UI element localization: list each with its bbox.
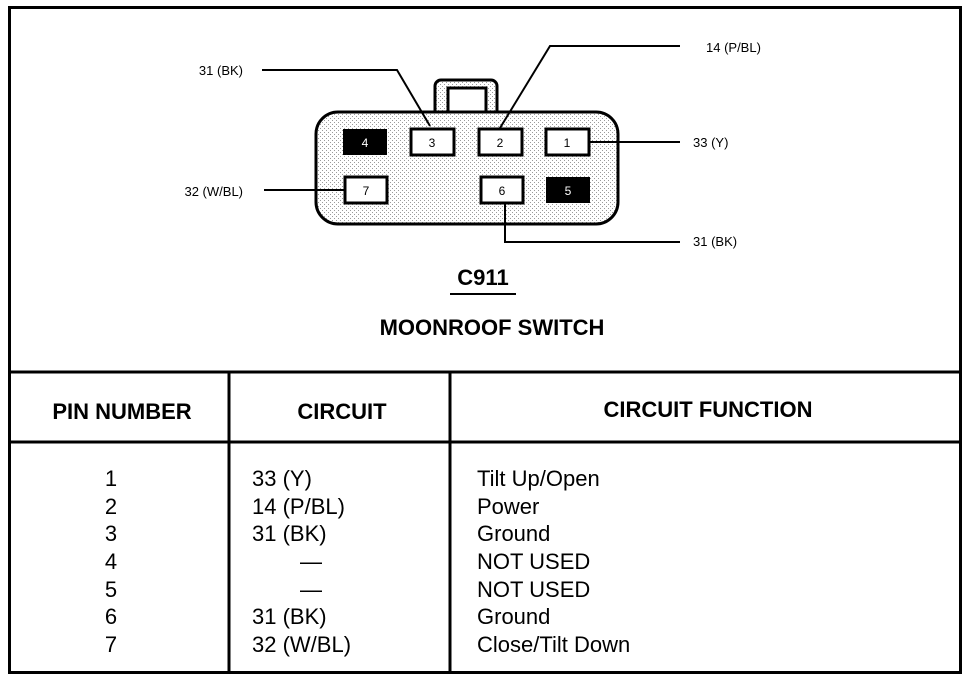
pin-3-cavity [409, 127, 456, 157]
table-rows: 1 33 (Y) Tilt Up/Open 2 14 (P/BL) Power … [105, 466, 630, 657]
row-pin: 6 [105, 604, 117, 629]
wire-label-pin-6: 31 (BK) [693, 234, 737, 249]
table-row: 3 31 (BK) Ground [105, 521, 551, 546]
pin-5-number: 5 [565, 184, 572, 198]
pin-6-number: 6 [499, 184, 506, 198]
wire-label-pin-3: 31 (BK) [199, 63, 243, 78]
wire-label-pin-7: 32 (W/BL) [184, 184, 243, 199]
pin-4-cavity [343, 129, 387, 155]
connector-id: C911 [457, 265, 508, 290]
wire-lines [262, 45, 680, 243]
pin-4-number: 4 [362, 136, 369, 150]
connector-latch-window [446, 86, 488, 114]
table-row: 2 14 (P/BL) Power [105, 494, 539, 519]
wire-line-pin-6 [504, 202, 680, 243]
row-function: NOT USED [477, 577, 590, 602]
pin-2-cavity [477, 127, 524, 157]
header-circuit-function: CIRCUIT FUNCTION [604, 397, 813, 422]
row-function: Close/Tilt Down [477, 632, 630, 657]
row-circuit: 31 (BK) [252, 521, 327, 546]
row-circuit: — [300, 549, 322, 574]
pin-7-cavity [343, 175, 389, 205]
row-function: Tilt Up/Open [477, 466, 600, 491]
pin-cavities: 4 3 2 1 7 6 5 [343, 127, 591, 205]
table-rules [9, 370, 962, 672]
row-circuit: 33 (Y) [252, 466, 312, 491]
row-circuit: — [300, 577, 322, 602]
table-row: 1 33 (Y) Tilt Up/Open [105, 466, 600, 491]
row-circuit: 14 (P/BL) [252, 494, 345, 519]
pin-5-cavity [546, 177, 590, 203]
wire-label-pin-1: 33 (Y) [693, 135, 728, 150]
wire-line-pin-2 [499, 45, 680, 129]
row-pin: 7 [105, 632, 117, 657]
row-pin: 4 [105, 549, 117, 574]
row-function: Power [477, 494, 539, 519]
header-pin-number: PIN NUMBER [52, 399, 191, 424]
row-function: Ground [477, 604, 550, 629]
table-row: 7 32 (W/BL) Close/Tilt Down [105, 632, 630, 657]
wire-labels: 31 (BK) 14 (P/BL) 33 (Y) 32 (W/BL) 31 (B… [184, 40, 760, 249]
connector-name: MOONROOF SWITCH [380, 315, 605, 340]
header-circuit: CIRCUIT [297, 399, 387, 424]
pin-2-number: 2 [497, 136, 504, 150]
diagram-frame [8, 6, 962, 674]
table-row: 4 — NOT USED [105, 549, 590, 574]
table-row: 5 — NOT USED [105, 577, 590, 602]
connector-body [314, 110, 620, 226]
table-row: 6 31 (BK) Ground [105, 604, 551, 629]
pin-3-number: 3 [429, 136, 436, 150]
row-function: Ground [477, 521, 550, 546]
pin-7-number: 7 [363, 184, 370, 198]
row-pin: 5 [105, 577, 117, 602]
row-circuit: 32 (W/BL) [252, 632, 351, 657]
row-pin: 2 [105, 494, 117, 519]
wire-label-pin-2: 14 (P/BL) [706, 40, 761, 55]
row-function: NOT USED [477, 549, 590, 574]
row-pin: 1 [105, 466, 117, 491]
pin-6-cavity [479, 175, 525, 205]
row-circuit: 31 (BK) [252, 604, 327, 629]
pin-1-number: 1 [564, 136, 571, 150]
wire-line-pin-3 [262, 69, 431, 127]
pin-1-cavity [544, 127, 591, 157]
row-pin: 3 [105, 521, 117, 546]
